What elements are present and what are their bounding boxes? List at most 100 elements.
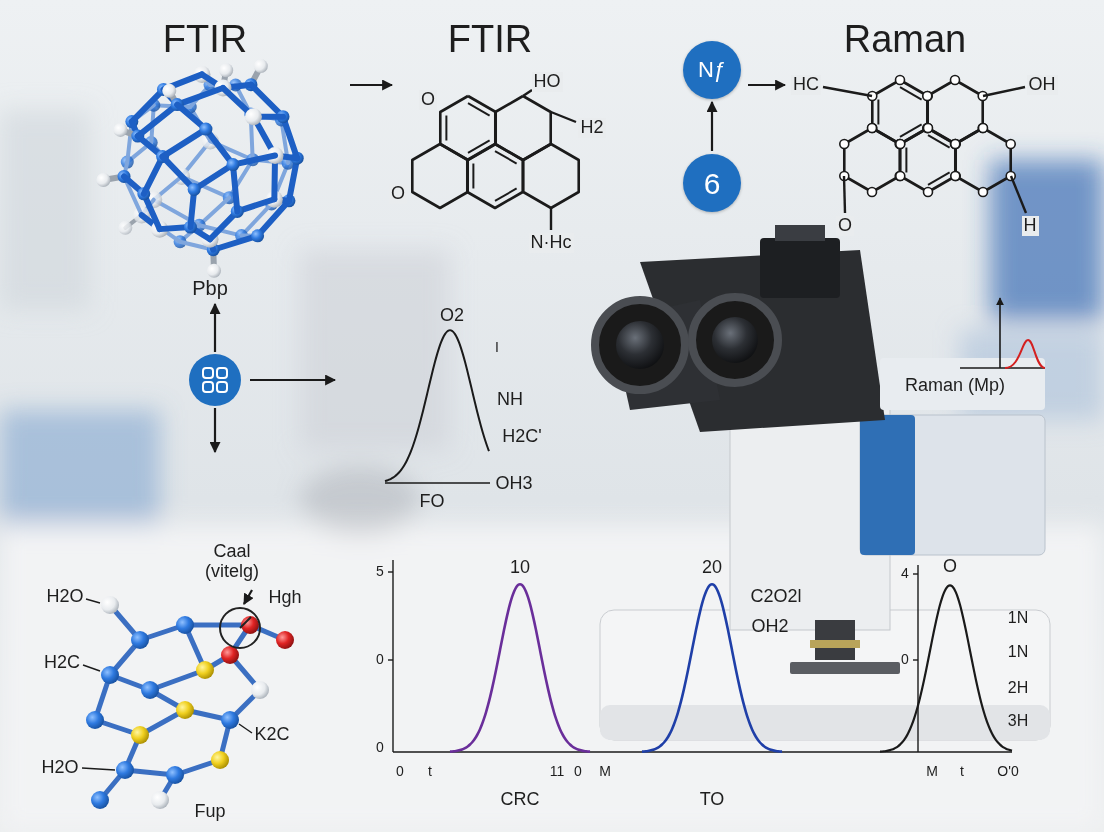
flow-arrow [350,84,392,86]
technique-heading: Raman [844,19,967,61]
peak-label: 20 [702,558,722,578]
technique-heading: FTIR [448,19,532,61]
structure-formula [445,116,447,141]
spectrum-inset [960,367,1045,368]
process-icon [203,368,227,392]
structure-formula [951,140,960,149]
axis-tick: M [926,764,938,779]
bond-line [844,176,845,213]
axis-title: FO [420,492,445,512]
spectrum-peak [385,330,1012,751]
atom-label: H2C [44,653,80,673]
structure-formula [877,100,879,125]
chart-axis [917,565,918,752]
structure-formula [895,140,904,149]
structure-formula [495,188,517,200]
fullerene-model [96,59,303,278]
microscope [880,358,1045,410]
peak-label: 10 [510,558,530,578]
structure-formula [924,188,933,197]
fullerene-model [213,236,257,250]
structure-formula [896,140,905,149]
ball-stick-model [91,791,109,809]
side-label: 1N [1008,609,1028,627]
ball-stick-model [131,726,149,744]
lab-background [300,250,450,450]
spectrum-inset [960,298,1045,368]
structure-formula [923,124,932,133]
circle-text: Nƒ [698,58,726,82]
fullerene-model [138,105,177,136]
ball-stick-model [86,711,104,729]
microscope [692,297,778,383]
chart-axis [913,573,918,574]
structure-formula [840,140,849,149]
ball-stick-model [116,761,134,779]
flow-arrow [215,85,785,604]
side-label: 2H [1008,679,1028,697]
axis-title: CRC [501,790,540,810]
bond-line [823,87,872,96]
spectrum-peak [642,584,782,751]
structure-formula [868,124,877,133]
bond-line [550,208,552,230]
structure-formula [955,128,1010,192]
axis-tick: 0 [376,652,384,667]
structure-formula [495,151,517,163]
structure-formula [896,140,905,149]
process-icon [217,368,227,378]
structure-formula [412,144,467,208]
microscope [616,321,664,369]
side-label: H2C' [502,427,541,447]
ball-stick-model [251,681,269,699]
fullerene-model [163,129,206,156]
axis-tick: M [599,764,611,779]
atom-label: K2C [254,725,289,745]
fullerene-model [188,183,201,196]
bond-line [983,87,1025,96]
model-caption: Pbp [192,277,228,299]
microscope [790,662,900,674]
microscope [600,610,1050,740]
leader-line [82,768,115,770]
circle-text: 6 [704,167,721,200]
ball-stick-model [176,701,194,719]
ball-stick-model [101,666,119,684]
process-icon [203,368,213,378]
structure-formula [928,135,950,147]
fullerene-model [289,158,297,201]
ball-stick-model [151,791,169,809]
atom-label: HC [791,75,821,95]
atom-label: H [1022,216,1039,236]
spectrum-peak [880,585,1012,751]
axis-tick: 11 [550,764,565,779]
bond-line [551,112,576,122]
ball-stick-model [196,661,214,679]
fullerene-model [245,108,262,125]
microscope [712,317,758,363]
ball-stick-model [101,596,119,614]
axis-title: TO [700,790,725,810]
structure-formula [896,172,905,181]
axis-tick: t [428,764,432,779]
callout-label: Caal (vitelg) [192,542,272,582]
fullerene-model [219,63,233,77]
bond-line [1011,176,1026,213]
structure-formula [951,140,960,149]
structure-formula [905,148,907,173]
chart-axis [388,571,393,572]
structure-formula [523,144,578,208]
atom-label: Fup [194,802,225,822]
structure-formula [896,76,905,85]
ball-stick-model [211,751,229,769]
fullerene-model [113,123,127,137]
chart-axis [393,751,1012,752]
technique-heading: FTIR [163,19,247,61]
lab-background [300,465,420,535]
structure-formula [923,124,932,133]
chart-axis [385,483,1012,752]
ball-stick-model [131,631,149,649]
structure-formula [412,96,578,208]
